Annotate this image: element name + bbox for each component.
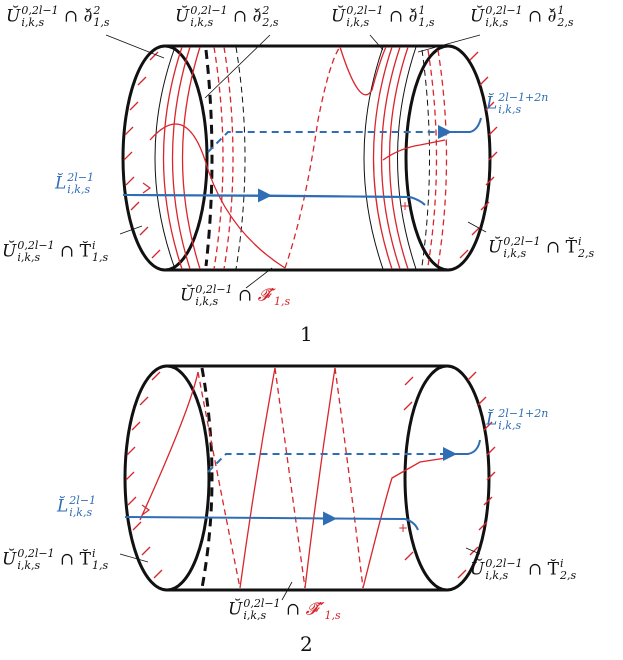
svg-text:+: + xyxy=(400,199,410,213)
panel-2-number: 2 xyxy=(300,632,313,656)
panel-2-cylinder: + xyxy=(119,364,496,601)
panel-1-cylinder: + xyxy=(105,34,498,289)
svg-text:+: + xyxy=(398,521,408,535)
panel-1-number: 1 xyxy=(300,322,313,346)
panel1-right-ellipse xyxy=(404,44,492,272)
